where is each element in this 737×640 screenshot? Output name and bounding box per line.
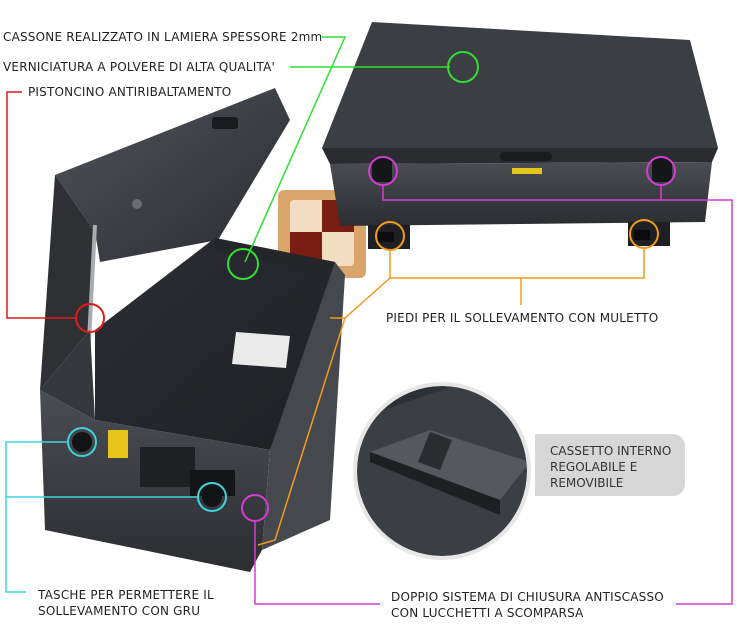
drawer-zoom-circle xyxy=(353,382,531,560)
drawer-line-1: CASSETTO INTERNO xyxy=(550,444,672,458)
drawer-callout-text: CASSETTO INTERNO REGOLABILE E REMOVIBILE xyxy=(550,443,671,491)
label-crane-pockets: TASCHE PER PERMETTERE IL SOLLEVAMENTO CO… xyxy=(38,587,214,619)
drawer-line-3: REMOVIBILE xyxy=(550,476,624,490)
label-forklift-feet: PIEDI PER IL SOLLEVAMENTO CON MULETTO xyxy=(386,311,659,325)
label-powder-coating: VERNICIATURA A POLVERE DI ALTA QUALITA' xyxy=(3,60,276,74)
magenta-callout-lines xyxy=(241,156,733,605)
drawer-line-2: REGOLABILE E xyxy=(550,460,638,474)
crane-pockets-line-2: SOLLEVAMENTO CON GRU xyxy=(38,604,201,618)
green-callout-lines xyxy=(227,36,479,280)
label-anti-tip-piston: PISTONCINO ANTIRIBALTAMENTO xyxy=(28,85,232,99)
label-sheet-thickness: CASSONE REALIZZATO IN LAMIERA SPESSORE 2… xyxy=(3,30,323,44)
drawer-callout-box: CASSETTO INTERNO REGOLABILE E REMOVIBILE xyxy=(535,434,685,496)
crane-pockets-line-1: TASCHE PER PERMETTERE IL xyxy=(38,588,214,602)
label-locking-system: DOPPIO SISTEMA DI CHIUSURA ANTISCASSO CO… xyxy=(391,589,664,621)
orange-callout-lines xyxy=(257,219,659,546)
red-callout-line xyxy=(6,91,105,333)
open-box-illustration xyxy=(40,88,345,572)
locking-line-1: DOPPIO SISTEMA DI CHIUSURA ANTISCASSO xyxy=(391,590,664,604)
cyan-callout-lines xyxy=(5,427,227,593)
locking-line-2: CON LUCCHETTI A SCOMPARSA xyxy=(391,606,584,620)
closed-box-illustration xyxy=(322,22,718,249)
